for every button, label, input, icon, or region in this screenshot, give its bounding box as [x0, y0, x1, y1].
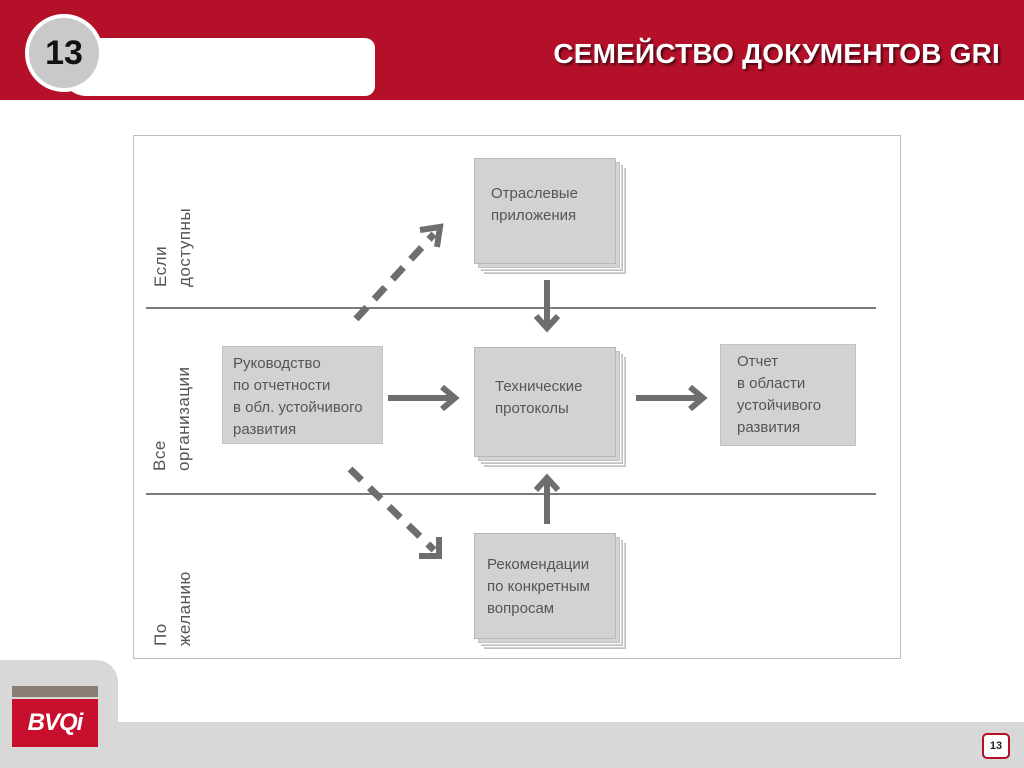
dashed-arrow-to-sector-supplements — [353, 223, 444, 322]
row-divider-bottom — [146, 493, 876, 495]
slide-number: 13 — [45, 33, 83, 72]
arrow-up-to-technical-protocols — [533, 473, 561, 524]
sector-supplements-label: Отраслевые приложения — [491, 185, 578, 224]
reporting-guidelines-box: Руководство по отчетности в обл. устойчи… — [222, 346, 383, 444]
logo-accent-bar — [12, 686, 98, 697]
issue-guidance-label: Рекомендации по конкретным вопросам — [487, 556, 590, 617]
logo-text: BVQi — [27, 709, 84, 736]
slide-number-badge: 13 — [25, 14, 103, 92]
dashed-arrow-to-issue-guidance — [347, 466, 442, 559]
arrow-down-to-technical-protocols — [533, 280, 561, 333]
sector-supplements-stack: Отраслевые приложения — [474, 158, 634, 276]
page-number-badge: 13 — [982, 733, 1010, 759]
diagram-arrows — [347, 223, 708, 559]
technical-protocols-stack: Технические протоколы — [474, 347, 634, 469]
technical-protocols-label: Технические протоколы — [495, 378, 583, 417]
title-placeholder-box — [62, 38, 375, 96]
sustainability-report-box: Отчет в области устойчивого развития — [720, 344, 856, 446]
row-divider-top — [146, 307, 876, 309]
arrow-right-to-technical-protocols — [388, 384, 460, 412]
bvqi-logo: BVQi — [12, 699, 98, 747]
page-title: СЕМЕЙСТВО ДОКУМЕНТОВ GRI — [553, 38, 1000, 69]
page-number: 13 — [989, 740, 1003, 752]
reporting-guidelines-label: Руководство по отчетности в обл. устойчи… — [233, 355, 363, 438]
header-band: 13 СЕМЕЙСТВО ДОКУМЕНТОВ GRI — [0, 0, 1024, 100]
gri-documents-diagram: Если доступны Все организации По желанию… — [133, 135, 901, 659]
issue-guidance-stack: Рекомендации по конкретным вопросам — [474, 533, 634, 651]
sustainability-report-label: Отчет в области устойчивого развития — [737, 353, 822, 436]
footer-band — [0, 722, 1024, 768]
arrow-right-to-sustainability-report — [636, 384, 708, 412]
